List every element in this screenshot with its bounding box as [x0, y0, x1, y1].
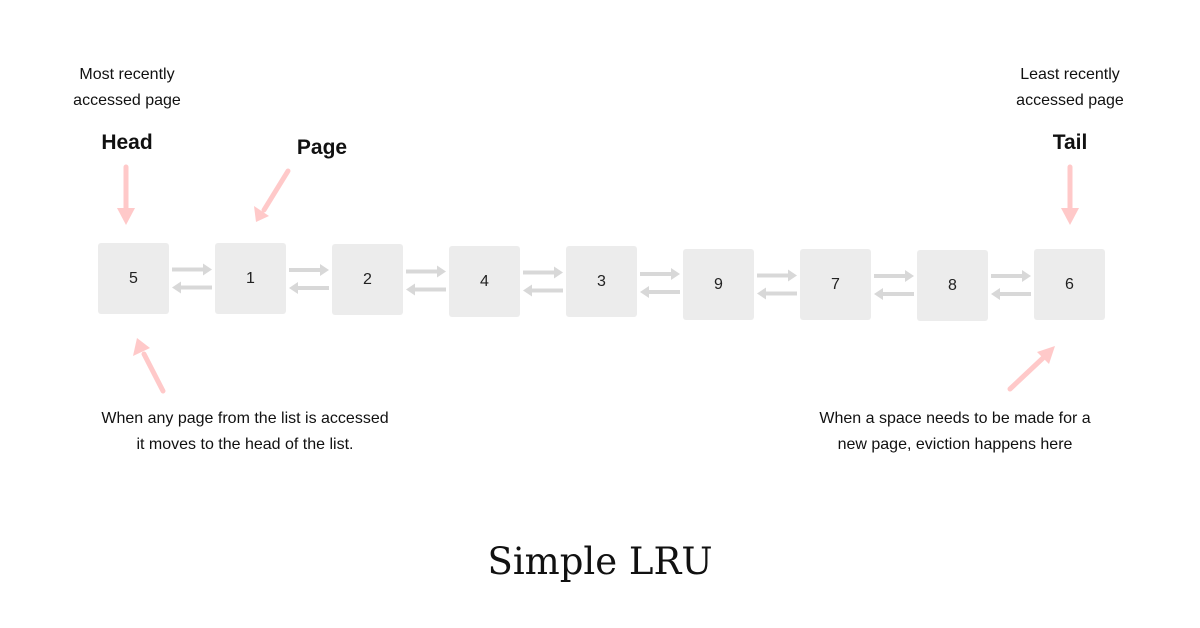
page-node: 5 [98, 243, 169, 314]
access-note: When any page from the list is accessed … [70, 406, 420, 458]
eviction-pointer-arrow [1007, 346, 1055, 392]
link-arrow-pair [757, 269, 797, 300]
tail-note-line1: Least recently [1020, 66, 1120, 83]
prev-link-arrowhead [289, 282, 298, 294]
prev-link-arrowhead [172, 281, 181, 294]
access-pointer-arrow [133, 338, 166, 394]
page-node: 2 [332, 244, 403, 315]
prev-link-arrowhead [640, 286, 649, 298]
prev-link-arrowhead [874, 288, 883, 300]
eviction-note-line2: new page, eviction happens here [837, 436, 1073, 453]
head-note-line2: accessed page [73, 92, 181, 109]
head-note: Most recently accessed page [57, 62, 197, 114]
pointer-arrows [117, 164, 1079, 394]
head-note-line1: Most recently [79, 66, 175, 83]
next-link-arrowhead [671, 268, 680, 280]
prev-link-arrowhead [757, 287, 766, 300]
next-link-arrowhead [437, 265, 446, 278]
page-node: 8 [917, 250, 988, 321]
page-pointer-arrow [254, 168, 291, 222]
diagram-title: Simple LRU [487, 540, 713, 583]
tail-pointer-arrow [1061, 164, 1079, 225]
tail-note-line2: accessed page [1016, 92, 1124, 109]
page-node: 7 [800, 249, 871, 320]
link-arrow-pair [523, 266, 563, 297]
head-pointer-arrow [117, 164, 135, 225]
next-link-arrowhead [554, 266, 563, 279]
tail-label: Tail [1052, 131, 1088, 154]
next-link-arrowhead [788, 269, 797, 282]
page-node: 6 [1034, 249, 1105, 320]
page-label: Page [296, 136, 348, 159]
next-link-arrowhead [1022, 270, 1031, 282]
next-link-arrowhead [905, 270, 914, 282]
prev-link-arrowhead [523, 284, 532, 297]
link-arrow-pair [640, 268, 680, 298]
page-node: 1 [215, 243, 286, 314]
tail-note: Least recently accessed page [999, 62, 1141, 114]
link-arrow-pair [406, 265, 446, 296]
eviction-note-line1: When a space needs to be made for a [819, 410, 1091, 427]
next-link-arrowhead [320, 264, 329, 276]
prev-link-arrowhead [991, 288, 1000, 300]
access-note-line2: it moves to the head of the list. [136, 436, 354, 453]
link-arrow-pair [874, 270, 914, 300]
next-link-arrowhead [203, 263, 212, 276]
prev-link-arrowhead [406, 283, 415, 296]
link-arrows [172, 263, 1031, 300]
link-arrow-pair [991, 270, 1031, 300]
link-arrow-pair [172, 263, 212, 294]
page-node: 4 [449, 246, 520, 317]
page-node: 9 [683, 249, 754, 320]
link-arrow-pair [289, 264, 329, 294]
access-note-line1: When any page from the list is accessed [101, 410, 389, 427]
head-label: Head [101, 131, 153, 154]
eviction-note: When a space needs to be made for a new … [790, 406, 1120, 458]
page-node: 3 [566, 246, 637, 317]
